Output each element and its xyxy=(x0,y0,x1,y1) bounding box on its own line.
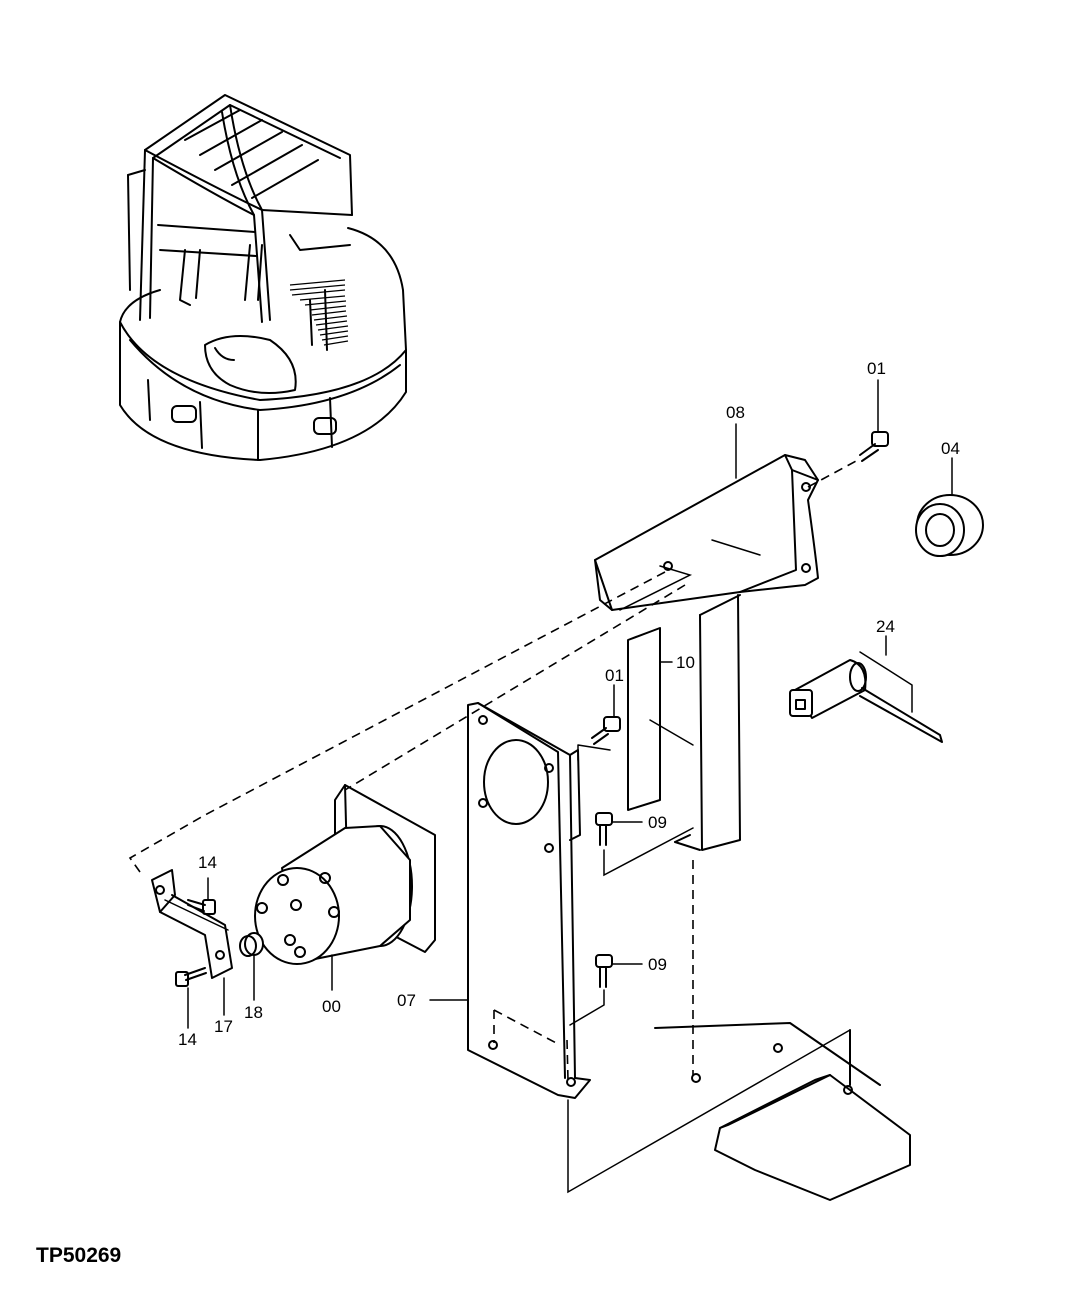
callout-01-mid: 01 xyxy=(605,666,624,685)
callout-14-bottom: 14 xyxy=(178,1030,197,1049)
highlight-area xyxy=(289,279,349,351)
callout-18: 18 xyxy=(244,1003,263,1022)
motor-00 xyxy=(254,784,436,965)
bolt-01-mid xyxy=(591,716,621,745)
bracket-07 xyxy=(467,702,591,1099)
callout-17: 17 xyxy=(214,1017,233,1036)
bolt-14-top xyxy=(187,899,216,915)
figure-code: TP50269 xyxy=(36,1244,121,1267)
callout-24: 24 xyxy=(876,617,895,636)
callout-14-top: 14 xyxy=(198,853,217,872)
assembly-lines xyxy=(128,459,859,1194)
callout-09-bottom: 09 xyxy=(648,955,667,974)
callout-07: 07 xyxy=(397,991,416,1010)
bracket-08 xyxy=(594,454,819,851)
bolt-09-top xyxy=(595,812,613,846)
callout-01-top: 01 xyxy=(867,359,886,378)
floor-plate xyxy=(654,1022,911,1201)
plate-10 xyxy=(627,627,661,811)
callouts: 01 08 04 24 01 10 09 09 07 00 18 17 14 1… xyxy=(178,359,960,1049)
seal-04 xyxy=(915,494,984,557)
callout-09-top: 09 xyxy=(648,813,667,832)
callout-00: 00 xyxy=(322,997,341,1016)
key-24 xyxy=(789,659,943,743)
bolt-09-bottom xyxy=(595,954,613,988)
callout-10: 10 xyxy=(676,653,695,672)
bolt-01-top xyxy=(859,431,889,462)
callout-08: 08 xyxy=(726,403,745,422)
leader-lines xyxy=(187,379,953,1029)
callout-04: 04 xyxy=(941,439,960,458)
machine-overview xyxy=(119,94,407,461)
strap-17 xyxy=(151,869,233,979)
spacer-18 xyxy=(239,932,264,957)
bolt-14-bottom xyxy=(175,967,207,987)
